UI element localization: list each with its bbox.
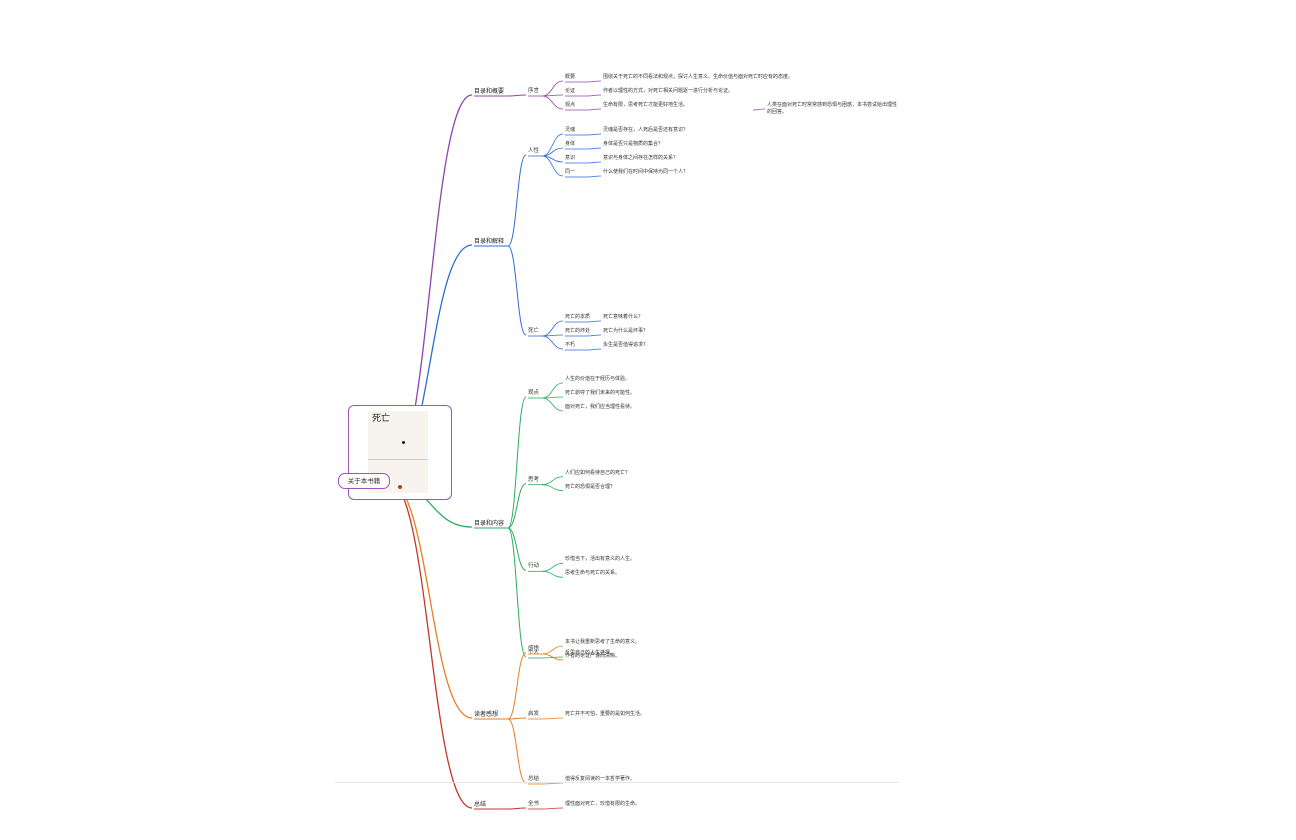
leaf-text[interactable]: 值得反复阅读的一本哲学著作。 — [565, 776, 636, 782]
leaf-note[interactable]: 人类在面对死亡时常常感到恐惧与困惑，本书尝试给出理性的回答。 — [767, 102, 898, 115]
sub-branch-label[interactable]: 全书 — [528, 801, 540, 807]
branch-connector — [507, 717, 527, 720]
leaf-text[interactable]: 生命有限，思考死亡才能更好地生活。 — [603, 102, 689, 108]
branch-connector — [507, 94, 527, 97]
branch-connector — [541, 80, 564, 97]
leaf-label[interactable]: 观点 — [565, 102, 576, 108]
branch-connector — [541, 382, 564, 399]
branch-connector — [507, 652, 527, 720]
leaf-text[interactable]: 死亡的恐惧是否合理？ — [565, 483, 616, 490]
branch-connector — [752, 108, 766, 111]
branch-connector — [541, 562, 564, 572]
book-cover-image: 死亡 — [368, 411, 428, 493]
branch-connector — [586, 94, 602, 97]
leaf-label[interactable]: 死亡的本质 — [565, 314, 591, 320]
branch-connector — [586, 348, 602, 351]
branch-connector — [387, 479, 473, 809]
root-node[interactable]: 关于本书籍 — [338, 473, 390, 489]
branch-connector — [541, 133, 564, 157]
leaf-text[interactable]: 死亡剥夺了我们未来的可能性。 — [565, 390, 636, 396]
branch-connector — [541, 476, 564, 486]
branch-connector — [541, 653, 564, 661]
branch-connector — [586, 161, 602, 164]
branch-connector — [541, 807, 564, 810]
leaf-text[interactable]: 人生的价值在于经历与体验。 — [565, 376, 631, 382]
branch-connector — [507, 245, 527, 336]
branch-connector — [541, 656, 564, 659]
branch-connector — [507, 527, 527, 571]
branch-connector — [507, 718, 527, 784]
branch-connector — [586, 334, 602, 337]
leaf-label[interactable]: 概要 — [565, 74, 576, 80]
leaf-text[interactable]: 人们应如何看待自己的死亡？ — [565, 469, 631, 476]
branch-connector — [586, 320, 602, 323]
sub-branch-label[interactable]: 人性 — [528, 148, 540, 154]
branch-connector — [541, 397, 564, 412]
branch-connector — [507, 807, 527, 810]
sub-branch-label[interactable]: 启发 — [528, 711, 540, 717]
leaf-label[interactable]: 同一 — [565, 169, 576, 175]
leaf-text[interactable]: 意识与身体之间存在怎样的关系？ — [603, 155, 679, 161]
leaf-label[interactable]: 意识 — [565, 155, 576, 161]
branch-connector — [586, 80, 602, 83]
sub-branch-label[interactable]: 感悟 — [528, 646, 540, 652]
branch-connector — [541, 645, 564, 655]
leaf-text[interactable]: 死亡为什么是坏事？ — [603, 328, 649, 334]
sub-branch-label[interactable]: 个人 — [528, 650, 540, 656]
book-cover-dot — [402, 441, 405, 444]
sub-branch-label[interactable]: 思考 — [528, 476, 540, 483]
leaf-text[interactable]: 身体是否只是物质的集合？ — [603, 141, 664, 147]
branch-connector — [541, 95, 564, 110]
leaf-text[interactable]: 本书让我重新思考了生命的意义。 — [565, 639, 641, 645]
branch-connector — [507, 527, 527, 658]
leaf-text[interactable]: 面对死亡，我们应当理性看待。 — [565, 404, 636, 410]
sub-branch-label[interactable]: 观点 — [528, 390, 540, 396]
branch-connector — [586, 147, 602, 150]
book-cover-band — [368, 459, 428, 460]
branch-connector — [507, 154, 527, 247]
branch-connector — [541, 484, 564, 492]
branch-connector — [507, 483, 527, 529]
sub-branch-label[interactable]: 行动 — [528, 563, 540, 570]
leaf-label[interactable]: 论证 — [565, 88, 576, 94]
branch-connector — [541, 320, 564, 337]
branch-connector — [586, 133, 602, 136]
leaf-text[interactable]: 围绕关于死亡的不同看法和观点，探讨人生意义、生命价值与面对死亡时应有的态度。 — [603, 74, 794, 80]
branch-connector — [541, 717, 564, 720]
branch-connector — [387, 479, 473, 719]
sub-branch-label[interactable]: 死亡 — [528, 328, 540, 334]
book-title: 死亡 — [372, 414, 391, 424]
leaf-text[interactable]: 死亡并不可怕，重要的是如何生活。 — [565, 711, 646, 717]
leaf-text[interactable]: 灵魂是否存在，人死后是否还有意识？ — [603, 127, 689, 133]
leaf-label[interactable]: 死亡的坏处 — [565, 328, 591, 334]
sub-branch-label[interactable]: 序言 — [528, 88, 540, 94]
leaf-text[interactable]: 什么使我们在时间中保持为同一个人？ — [603, 169, 689, 175]
branch-connector — [541, 155, 564, 177]
leaf-text[interactable]: 思考生命与死亡的关系。 — [565, 570, 621, 577]
leaf-text[interactable]: 理性面对死亡，珍惜有限的生命。 — [565, 801, 641, 807]
branch-connector — [586, 175, 602, 178]
branch-label[interactable]: 读者感想 — [474, 711, 499, 718]
leaf-text[interactable]: 永生是否值得追求？ — [603, 342, 649, 348]
branch-label[interactable]: 目录和解释 — [474, 238, 505, 245]
leaf-text[interactable]: 反思自己的人生选择。 — [565, 650, 616, 656]
leaf-label[interactable]: 身体 — [565, 141, 576, 147]
branch-connector — [507, 396, 527, 529]
branch-label[interactable]: 目录和内容 — [474, 520, 505, 527]
branch-label[interactable]: 目录和概要 — [474, 88, 505, 95]
leaf-label[interactable]: 不朽 — [565, 342, 576, 348]
leaf-text[interactable]: 珍惜当下，活出有意义的人生。 — [565, 556, 636, 563]
leaf-text[interactable]: 作者以理性的方式，对死亡相关问题逐一进行分析与论证。 — [603, 88, 734, 94]
bottom-divider — [335, 782, 899, 783]
leaf-text[interactable]: 作者的论证严谨而清晰。 — [565, 653, 621, 659]
branch-connector — [586, 108, 602, 111]
branch-connector — [541, 335, 564, 350]
leaf-text[interactable]: 死亡意味着什么？ — [603, 314, 644, 320]
branch-connector — [541, 570, 564, 578]
branch-connector — [541, 782, 564, 785]
sub-branch-label[interactable]: 总结 — [528, 776, 540, 782]
branch-label[interactable]: 总结 — [474, 801, 487, 808]
book-cover-dot — [398, 485, 402, 489]
leaf-label[interactable]: 灵魂 — [565, 127, 576, 133]
